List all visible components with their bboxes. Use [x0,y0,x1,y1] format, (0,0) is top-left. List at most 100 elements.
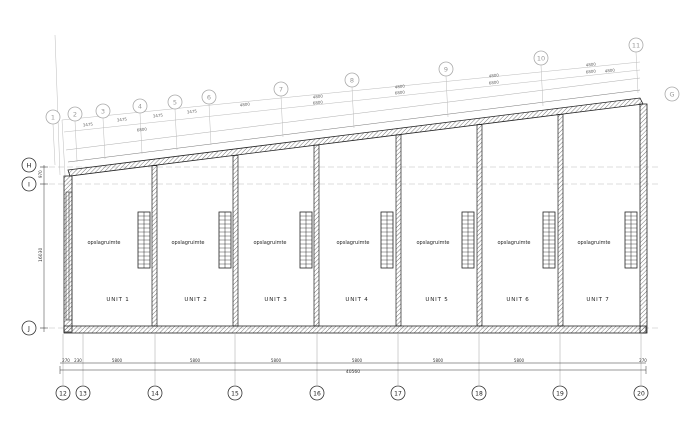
svg-text:12: 12 [59,391,67,398]
room-name: opslagruimte [88,240,121,246]
dim-label: 6800 [585,68,596,74]
grid-marker-bottom: 19 [552,334,568,401]
grid-marker-top: 9 [438,61,454,118]
bottom-dimensions: 270 230 5800 5800 5800 5800 5800 5800 270 [62,358,647,363]
side-dim-small: 970 [38,170,43,178]
svg-text:H: H [27,162,32,170]
grid-marker-top: 2 [67,106,83,163]
dim-label: 5800 [514,358,525,363]
room-name: opslagruimte [172,240,205,246]
dim-label: 4800 [394,83,405,89]
stairs [137,211,638,269]
unit-label: UNIT 4 [345,297,368,303]
stair [624,211,638,269]
grid-marker-top: 1 [45,109,61,166]
unit-label: UNIT 5 [425,297,448,303]
grid-marker-top: 6 [201,89,217,146]
svg-text:1: 1 [51,114,55,122]
dim-label: 5800 [352,358,363,363]
grid-marker-bottom: 16 [309,334,325,401]
left-glazing [65,191,73,321]
stair [461,211,475,269]
grid-marker-G: G [664,86,680,102]
svg-text:11: 11 [632,42,640,50]
svg-text:4: 4 [138,103,142,111]
dim-label: 5800 [271,358,282,363]
partition-wall [232,155,239,327]
unit-label: UNIT 2 [184,297,207,303]
grid-marker-bottom: 13 [75,334,91,401]
grid-marker-side: I [21,176,37,192]
dim-label: 6800 [312,99,323,105]
bottom-total: 40560 [346,369,360,375]
side-dim-large: 16030 [38,248,44,262]
svg-text:G: G [669,91,674,99]
svg-text:17: 17 [394,391,402,398]
dim-label: 4800 [239,101,250,107]
room-name: opslagruimte [254,240,287,246]
stair [542,211,556,269]
svg-text:18: 18 [475,391,483,398]
grid-marker-top: 11 [628,37,644,94]
svg-text:19: 19 [556,391,564,398]
unit-label: UNIT 6 [506,297,529,303]
unit-walls [151,114,564,327]
grid-marker-top: 10 [533,50,549,107]
grid-marker-bottom: 12 [55,334,71,401]
dim-label: 4800 [312,93,323,99]
grid-marker-top: 8 [344,72,360,129]
dim-label: 6800 [394,89,405,95]
dim-label: 3475 [82,121,93,127]
dim-label: 4800 [604,67,615,73]
side-grid-markers: H I J [21,157,37,336]
dim-label: 5800 [190,358,201,363]
room-name: opslagruimte [498,240,531,246]
dim-label: 270 [639,358,647,363]
dim-label: 6800 [136,126,147,132]
stair [380,211,394,269]
dim-label: 6800 [488,79,499,85]
side-dimension [40,165,48,332]
room-name: opslagruimte [578,240,611,246]
unit-label: UNIT 7 [586,297,609,303]
dim-label: 3475 [152,112,163,118]
grid-marker-top: 7 [273,81,289,138]
room-labels: opslagruimte opslagruimte opslagruimte opsl… [88,240,611,303]
dim-label: 230 [74,358,82,363]
dim-label: 270 [62,358,70,363]
unit-label: UNIT 1 [106,297,129,303]
partition-wall [395,134,402,327]
svg-text:6: 6 [207,94,211,102]
grid-marker-bottom: 18 [471,334,487,401]
dim-label: 4800 [585,61,596,67]
unit-label: UNIT 3 [264,297,287,303]
stair [137,211,151,269]
grid-marker-bottom: 17 [390,334,406,401]
dim-label: 3475 [186,108,197,114]
dim-label: 5800 [112,358,123,363]
svg-text:7: 7 [279,86,283,94]
svg-text:9: 9 [444,66,448,74]
stair [218,211,232,269]
svg-text:2: 2 [73,111,77,119]
bottom-grid-markers: 12 13 14 15 16 17 18 19 20 [55,334,649,401]
room-name: opslagruimte [337,240,370,246]
outer-walls [63,103,648,334]
grid-marker-top: 4 [132,98,148,155]
grid-marker-bottom: 20 [633,334,649,401]
partition-wall [313,144,320,327]
svg-text:20: 20 [637,391,645,398]
svg-text:14: 14 [151,391,159,398]
grid-marker-bottom: 14 [147,334,163,401]
svg-text:5: 5 [173,99,177,107]
svg-text:I: I [28,181,30,189]
stair [299,211,313,269]
dim-label: 3475 [116,116,127,122]
bottom-total-line [59,362,647,374]
grid-marker-side: J [21,320,37,336]
svg-text:15: 15 [231,391,239,398]
dim-label: 5800 [433,358,444,363]
svg-text:13: 13 [79,391,87,398]
